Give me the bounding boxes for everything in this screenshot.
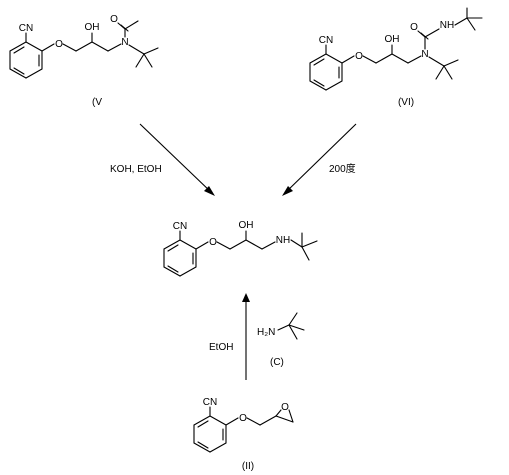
bottom-arrowhead <box>242 293 250 302</box>
compound-v-n-label: N <box>121 37 128 48</box>
left-arrow-conditions: KOH, EtOH <box>110 164 162 175</box>
product-bonds <box>163 230 318 277</box>
compound-vi-ether-o-label: O <box>355 51 363 62</box>
compound-ii-epoxide-o-label: O <box>281 402 289 413</box>
compound-vi-id-label: (VI) <box>398 97 414 108</box>
product-nh-label: NH <box>276 235 290 246</box>
right-arrow-conditions: 200度 <box>329 162 356 175</box>
reagent-c-nh2-label: H₂N <box>257 327 275 338</box>
compound-ii-id-label: (II) <box>242 461 254 472</box>
compound-ii-bonds <box>193 406 294 453</box>
reaction-arrows <box>139 123 357 380</box>
right-reaction-arrow <box>284 123 357 194</box>
bottom-arrow-conditions: EtOH <box>209 342 233 353</box>
compound-v-oh-label: OH <box>85 22 100 33</box>
compound-v-cn-label: CN <box>19 23 33 34</box>
compound-vi-cn-label: CN <box>319 35 333 46</box>
compound-v-bonds <box>9 20 159 79</box>
compound-v: CN O OH N O (V <box>9 14 159 108</box>
compound-ii-cn-label: CN <box>203 397 217 408</box>
product: CN O OH NH <box>163 220 318 277</box>
compound-v-ether-o-label: O <box>55 39 63 50</box>
compound-vi-n-label: N <box>421 49 428 60</box>
product-ether-o-label: O <box>209 237 217 248</box>
product-oh-label: OH <box>239 220 254 231</box>
compound-vi-bonds <box>309 7 483 91</box>
reagent-c-id-label: (C) <box>270 357 284 368</box>
compound-vi-nh-label: NH <box>440 20 454 31</box>
reagent-c: H₂N (C) <box>257 312 305 368</box>
compound-vi-oh-label: OH <box>385 34 400 45</box>
left-arrowhead <box>204 186 215 196</box>
compound-v-carbonyl-o-label: O <box>110 14 118 25</box>
reagent-c-bonds <box>277 312 305 340</box>
compound-v-id-label: (V <box>92 97 102 108</box>
left-reaction-arrow <box>139 123 213 194</box>
compound-vi-carbonyl-o-label: O <box>410 22 418 33</box>
compound-ii: CN O O (II) <box>193 397 294 472</box>
compound-ii-ether-o-label: O <box>239 413 247 424</box>
right-arrowhead <box>282 186 293 196</box>
product-cn-label: CN <box>173 221 187 232</box>
compound-vi: CN O OH N O NH (VI) <box>309 7 483 108</box>
